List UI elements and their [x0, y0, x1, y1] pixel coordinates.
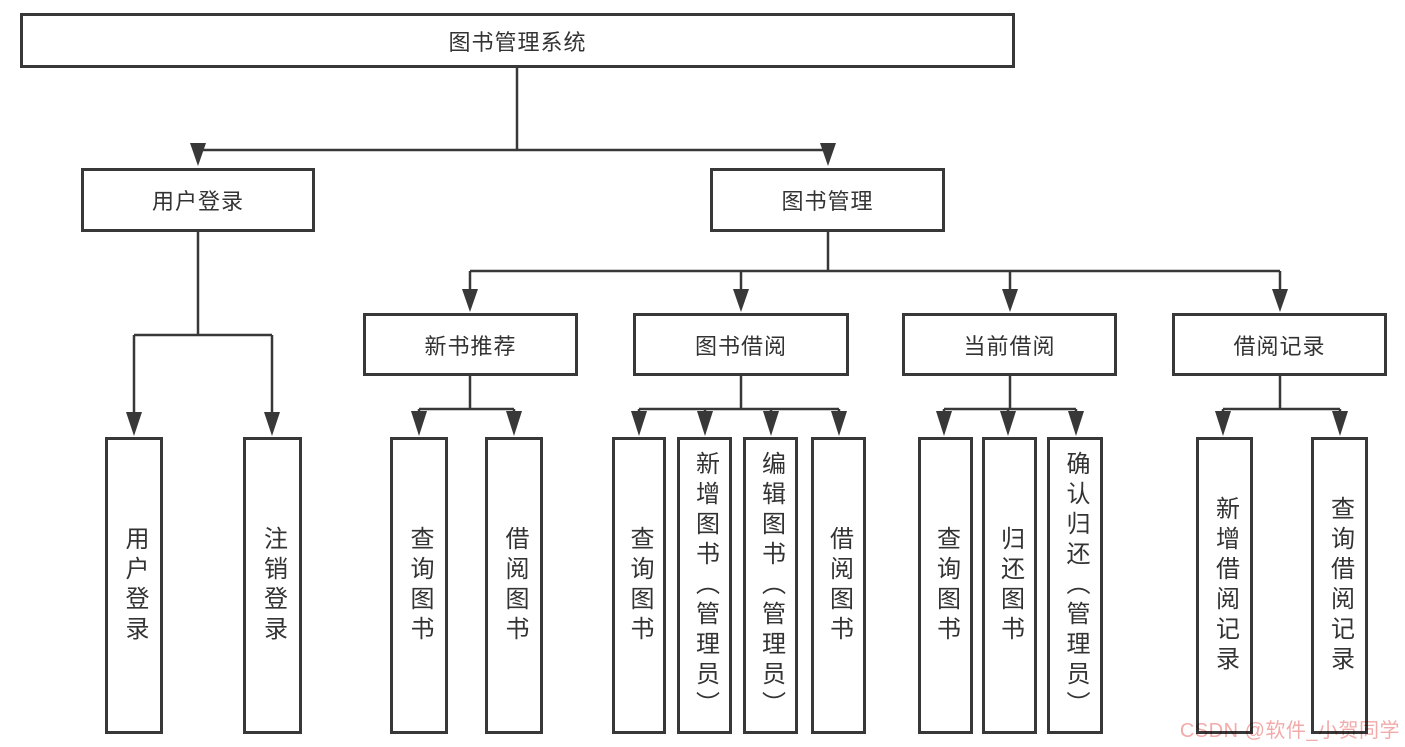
- leaf-current-query-books-label: 查询图书: [932, 525, 960, 646]
- leaf-current-query-books: 查询图书: [918, 437, 973, 734]
- leaf-user-login-label: 用户登录: [121, 525, 148, 646]
- leaf-recommend-query-books: 查询图书: [390, 437, 448, 734]
- leaf-recommend-borrow-books: 借阅图书: [485, 437, 543, 734]
- leaf-records-add-record: 新增借阅记录: [1196, 437, 1253, 734]
- leaf-borrow-edit-books-admin: 编辑图书（管理员）: [743, 437, 798, 734]
- leaf-borrow-add-books-admin-label: 新增图书（管理员）: [691, 450, 719, 721]
- leaf-current-confirm-return-admin-label: 确认归还（管理员）: [1062, 450, 1089, 721]
- node-root: 图书管理系统: [20, 13, 1015, 68]
- leaf-borrow-query-books: 查询图书: [612, 437, 666, 734]
- leaf-current-return-books: 归还图书: [982, 437, 1037, 734]
- node-user-login-label: 用户登录: [151, 189, 244, 214]
- leaf-recommend-borrow-books-label: 借阅图书: [501, 525, 528, 646]
- leaf-logout: 注销登录: [243, 437, 302, 734]
- leaf-borrow-borrow-books-label: 借阅图书: [825, 525, 853, 646]
- leaf-borrow-edit-books-admin-label: 编辑图书（管理员）: [757, 450, 785, 721]
- leaf-borrow-query-books-label: 查询图书: [626, 525, 653, 646]
- leaf-borrow-add-books-admin: 新增图书（管理员）: [677, 437, 732, 734]
- node-new-book-recommend-label: 新书推荐: [424, 333, 517, 359]
- leaf-records-query-record-label: 查询借阅记录: [1326, 495, 1354, 676]
- node-user-login: 用户登录: [81, 168, 315, 232]
- leaf-records-add-record-label: 新增借阅记录: [1211, 495, 1239, 676]
- node-book-borrow: 图书借阅: [633, 313, 849, 376]
- node-borrow-records: 借阅记录: [1172, 313, 1387, 376]
- leaf-current-confirm-return-admin: 确认归还（管理员）: [1047, 437, 1103, 734]
- node-new-book-recommend: 新书推荐: [363, 313, 578, 376]
- leaf-user-login: 用户登录: [105, 437, 163, 734]
- leaf-recommend-query-books-label: 查询图书: [406, 525, 433, 646]
- leaf-current-return-books-label: 归还图书: [996, 525, 1024, 646]
- node-book-borrow-label: 图书借阅: [694, 333, 787, 359]
- leaf-logout-label: 注销登录: [259, 525, 287, 646]
- leaf-borrow-borrow-books: 借阅图书: [811, 437, 866, 734]
- node-book-management: 图书管理: [710, 168, 945, 232]
- node-borrow-records-label: 借阅记录: [1233, 333, 1326, 359]
- csdn-watermark: CSDN @软件_小贺同学: [1179, 720, 1400, 742]
- node-current-borrow-label: 当前借阅: [963, 333, 1056, 359]
- node-root-label: 图书管理系统: [448, 29, 587, 55]
- node-book-management-label: 图书管理: [781, 189, 874, 214]
- leaf-records-query-record: 查询借阅记录: [1311, 437, 1368, 734]
- node-current-borrow: 当前借阅: [902, 313, 1117, 376]
